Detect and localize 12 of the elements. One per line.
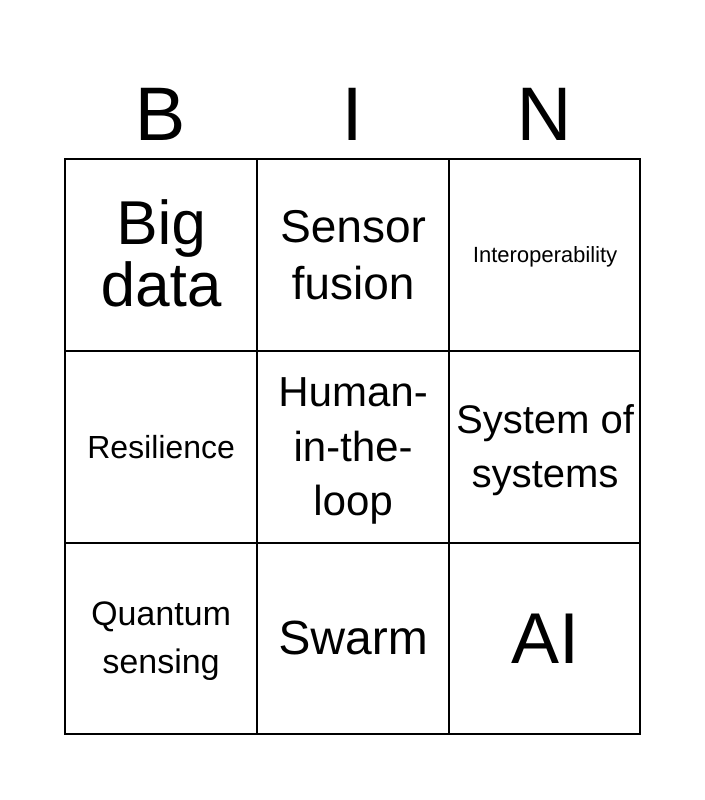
bingo-square: Big data [65,159,257,351]
bingo-square: Human-in-the-loop [257,351,449,543]
bingo-square: Interoperability [449,159,641,351]
column-letter: N [516,71,572,159]
bingo-square: Quantum sensing [65,543,257,735]
column-letter: I [340,71,364,159]
bingo-square: System of systems [449,351,641,543]
bingo-square: Swarm [257,543,449,735]
bingo-square: AI [449,543,641,735]
bingo-square: Sensor fusion [257,159,449,351]
bingo-square: Resilience [65,351,257,543]
column-letter: B [134,71,186,159]
